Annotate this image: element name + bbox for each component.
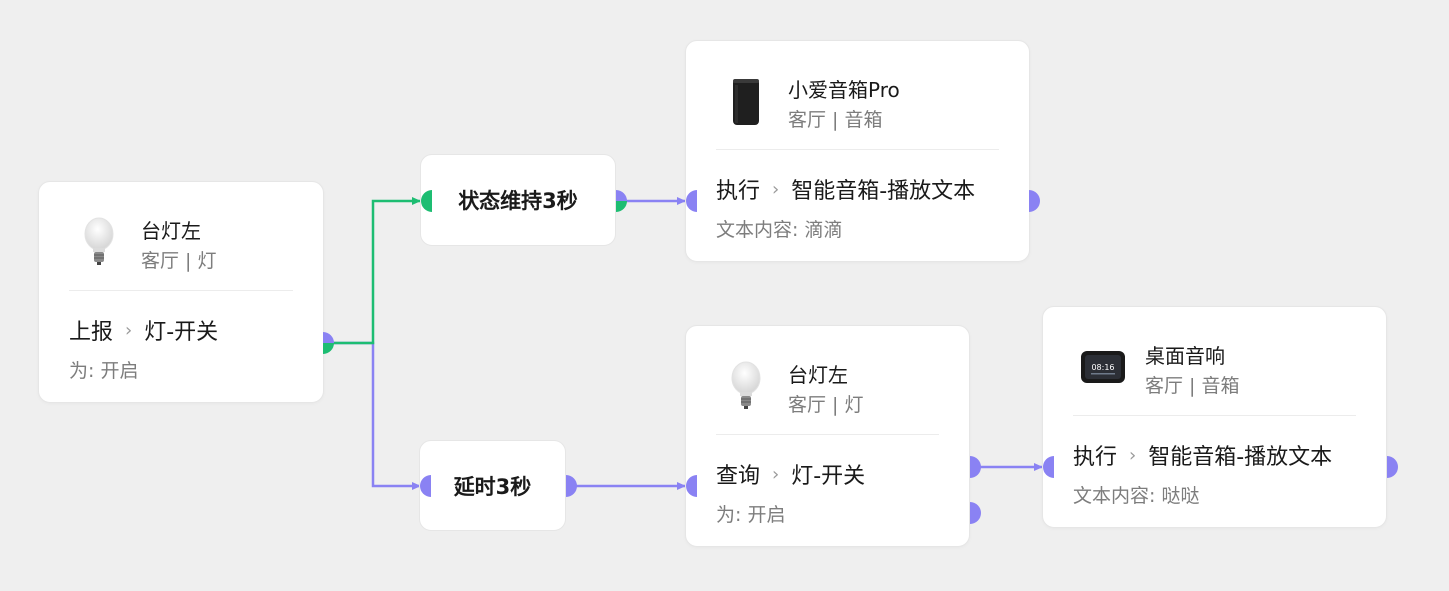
action-detail: 为: 开启 <box>69 360 139 382</box>
desk-speaker-output-port[interactable] <box>1387 456 1398 478</box>
connector-trigger-to-delay <box>323 341 421 490</box>
device-action: 查询 › 灯-开关 <box>716 458 865 490</box>
smart-speaker-icon <box>716 71 776 131</box>
delay-output-port[interactable] <box>566 475 577 497</box>
hold-input-port[interactable] <box>421 190 432 212</box>
chevron-right-icon: › <box>1129 444 1137 466</box>
device-name: 台灯左 <box>141 219 201 243</box>
device-header: 台灯左 客厅 | 灯 <box>39 182 323 290</box>
condition-label: 状态维持3秒 <box>458 189 578 213</box>
light-bulb-icon <box>716 356 776 416</box>
lamp-query-output-port-false[interactable] <box>970 502 981 524</box>
lamp-query-output-port-true[interactable] <box>970 456 981 478</box>
action-name: 智能音箱-播放文本 <box>1148 445 1333 470</box>
device-name: 小爱音箱Pro <box>788 78 900 102</box>
device-room: 客厅 | 灯 <box>788 394 864 416</box>
device-action: 执行 › 智能音箱-播放文本 <box>716 173 975 205</box>
speaker-pro-input-port[interactable] <box>686 190 697 212</box>
action-desk-speaker-card[interactable]: 08:16 桌面音响 客厅 | 音箱 执行 › 智能音箱-播放文本 文本内容: … <box>1042 306 1387 528</box>
condition-hold-card[interactable]: 状态维持3秒 <box>420 154 616 246</box>
device-room: 客厅 | 音箱 <box>788 109 883 131</box>
action-name: 智能音箱-播放文本 <box>791 179 976 204</box>
device-name: 桌面音响 <box>1145 344 1225 368</box>
divider <box>69 290 293 291</box>
connector-trigger-to-hold <box>323 197 421 345</box>
device-room: 客厅 | 灯 <box>141 250 217 272</box>
action-type: 上报 <box>69 320 114 345</box>
chevron-right-icon: › <box>125 319 133 341</box>
condition-delay-card[interactable]: 延时3秒 <box>419 440 566 531</box>
trigger-card[interactable]: 台灯左 客厅 | 灯 上报 › 灯-开关 为: 开启 <box>38 181 324 403</box>
condition-label: 延时3秒 <box>453 474 532 499</box>
device-header: 08:16 桌面音响 客厅 | 音箱 <box>1043 307 1386 415</box>
action-type: 查询 <box>716 464 761 489</box>
lamp-query-input-port[interactable] <box>686 475 697 497</box>
device-action: 执行 › 智能音箱-播放文本 <box>1073 439 1332 471</box>
svg-text:08:16: 08:16 <box>1091 363 1114 372</box>
device-name: 台灯左 <box>788 363 848 387</box>
chevron-right-icon: › <box>772 463 780 485</box>
action-name: 灯-开关 <box>144 320 219 345</box>
device-header: 台灯左 客厅 | 灯 <box>686 326 969 434</box>
display-speaker-icon: 08:16 <box>1073 337 1133 397</box>
divider <box>1073 415 1356 416</box>
action-type: 执行 <box>716 179 761 204</box>
hold-output-port[interactable] <box>616 190 627 212</box>
delay-input-port[interactable] <box>420 475 431 497</box>
light-bulb-icon <box>69 212 129 272</box>
action-detail: 文本内容: 哒哒 <box>1073 485 1200 507</box>
divider <box>716 434 939 435</box>
action-lamp-query-card[interactable]: 台灯左 客厅 | 灯 查询 › 灯-开关 为: 开启 <box>685 325 970 547</box>
desk-speaker-input-port[interactable] <box>1043 456 1054 478</box>
action-speaker-pro-card[interactable]: 小爱音箱Pro 客厅 | 音箱 执行 › 智能音箱-播放文本 文本内容: 滴滴 <box>685 40 1030 262</box>
speaker-pro-output-port[interactable] <box>1029 190 1040 212</box>
chevron-right-icon: › <box>772 178 780 200</box>
action-type: 执行 <box>1073 445 1118 470</box>
action-detail: 为: 开启 <box>716 504 786 526</box>
divider <box>716 149 999 150</box>
device-header: 小爱音箱Pro 客厅 | 音箱 <box>686 41 1029 149</box>
trigger-output-port[interactable] <box>323 332 334 354</box>
device-room: 客厅 | 音箱 <box>1145 375 1240 397</box>
action-name: 灯-开关 <box>791 464 866 489</box>
trigger-action: 上报 › 灯-开关 <box>69 314 218 346</box>
action-detail: 文本内容: 滴滴 <box>716 219 843 241</box>
